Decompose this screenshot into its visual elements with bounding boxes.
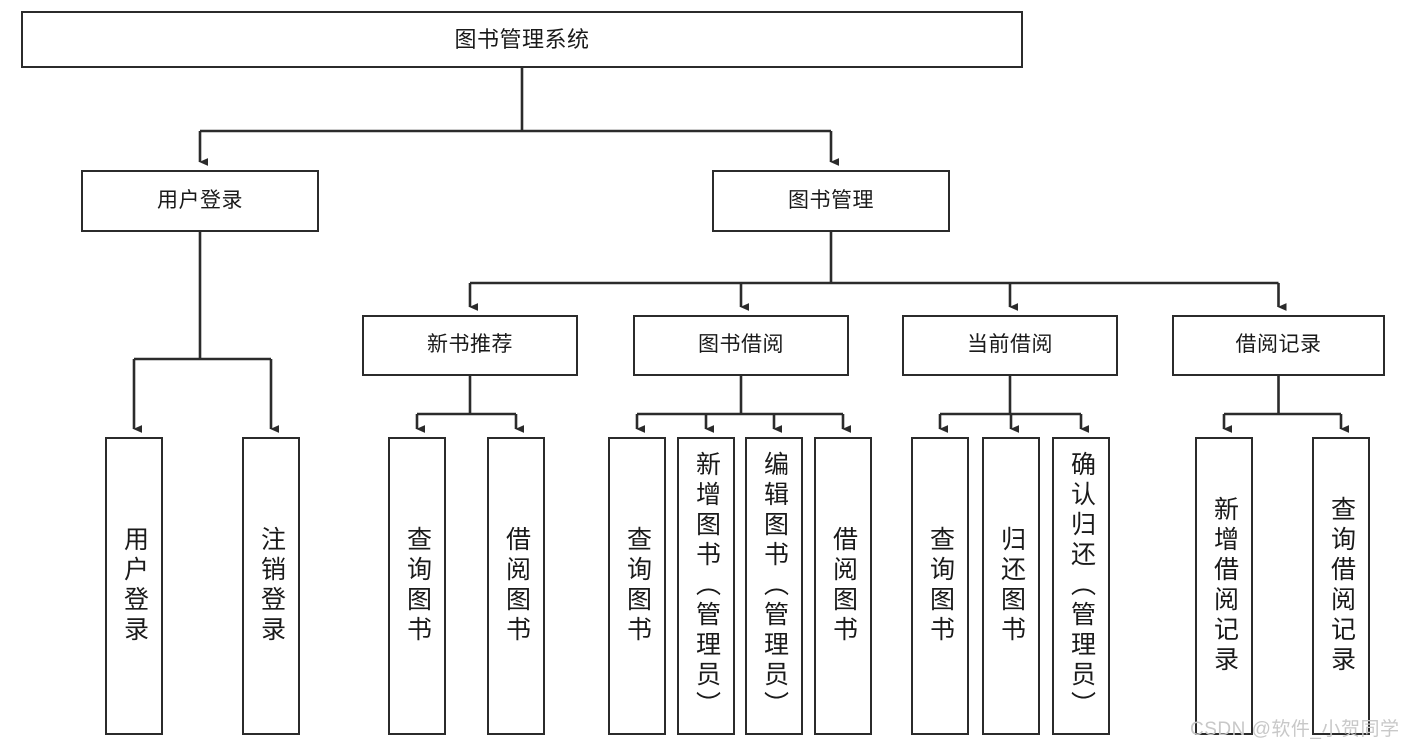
node-book-borrow[interactable]: 图书借阅: [633, 315, 849, 376]
leaf-node-query-book-current[interactable]: 查询图书: [911, 437, 969, 735]
node-label: 图书管理系统: [454, 26, 590, 52]
node-book-manage[interactable]: 图书管理: [712, 170, 950, 232]
node-label: 图书管理: [788, 188, 874, 212]
node-label: 借阅记录: [1235, 333, 1322, 357]
leaf-node-user-login[interactable]: 用户登录: [105, 437, 163, 735]
node-label: 查询图书: [926, 526, 955, 646]
node-label: 查询图书: [403, 526, 432, 646]
node-borrow-record[interactable]: 借阅记录: [1172, 315, 1385, 376]
leaf-node-logout[interactable]: 注销登录: [242, 437, 300, 735]
node-label: 归还图书: [997, 526, 1026, 646]
node-label: 用户登录: [120, 526, 149, 646]
leaf-node-query-book-recommend[interactable]: 查询图书: [388, 437, 446, 735]
node-label: 新书推荐: [427, 333, 513, 357]
node-current-borrow[interactable]: 当前借阅: [902, 315, 1118, 376]
leaf-node-add-borrow-record[interactable]: 新增借阅记录: [1195, 437, 1253, 735]
node-new-book-recommend[interactable]: 新书推荐: [362, 315, 578, 376]
node-label: 查询借阅记录: [1327, 496, 1356, 676]
leaf-node-return-book[interactable]: 归还图书: [982, 437, 1040, 735]
node-label: 新增借阅记录: [1210, 496, 1239, 676]
node-root-system[interactable]: 图书管理系统: [21, 11, 1023, 68]
leaf-node-borrow-book[interactable]: 借阅图书: [814, 437, 872, 735]
node-label: 借阅图书: [829, 526, 858, 646]
node-label: 编辑图书（管理员）: [760, 451, 789, 721]
node-label: 确认归还（管理员）: [1067, 451, 1096, 721]
leaf-node-query-borrow-record[interactable]: 查询借阅记录: [1312, 437, 1370, 735]
node-label: 注销登录: [257, 526, 286, 646]
leaf-node-add-book-admin[interactable]: 新增图书（管理员）: [677, 437, 735, 735]
node-user-login[interactable]: 用户登录: [81, 170, 319, 232]
node-label: 图书借阅: [698, 333, 784, 357]
node-label: 当前借阅: [967, 333, 1053, 357]
node-label: 查询图书: [623, 526, 652, 646]
leaf-node-edit-book-admin[interactable]: 编辑图书（管理员）: [745, 437, 803, 735]
node-label: 用户登录: [157, 188, 243, 212]
node-label: 新增图书（管理员）: [692, 451, 721, 721]
leaf-node-borrow-book-recommend[interactable]: 借阅图书: [487, 437, 545, 735]
leaf-node-query-book-borrow[interactable]: 查询图书: [608, 437, 666, 735]
leaf-node-confirm-return-admin[interactable]: 确认归还（管理员）: [1052, 437, 1110, 735]
node-label: 借阅图书: [502, 526, 531, 646]
